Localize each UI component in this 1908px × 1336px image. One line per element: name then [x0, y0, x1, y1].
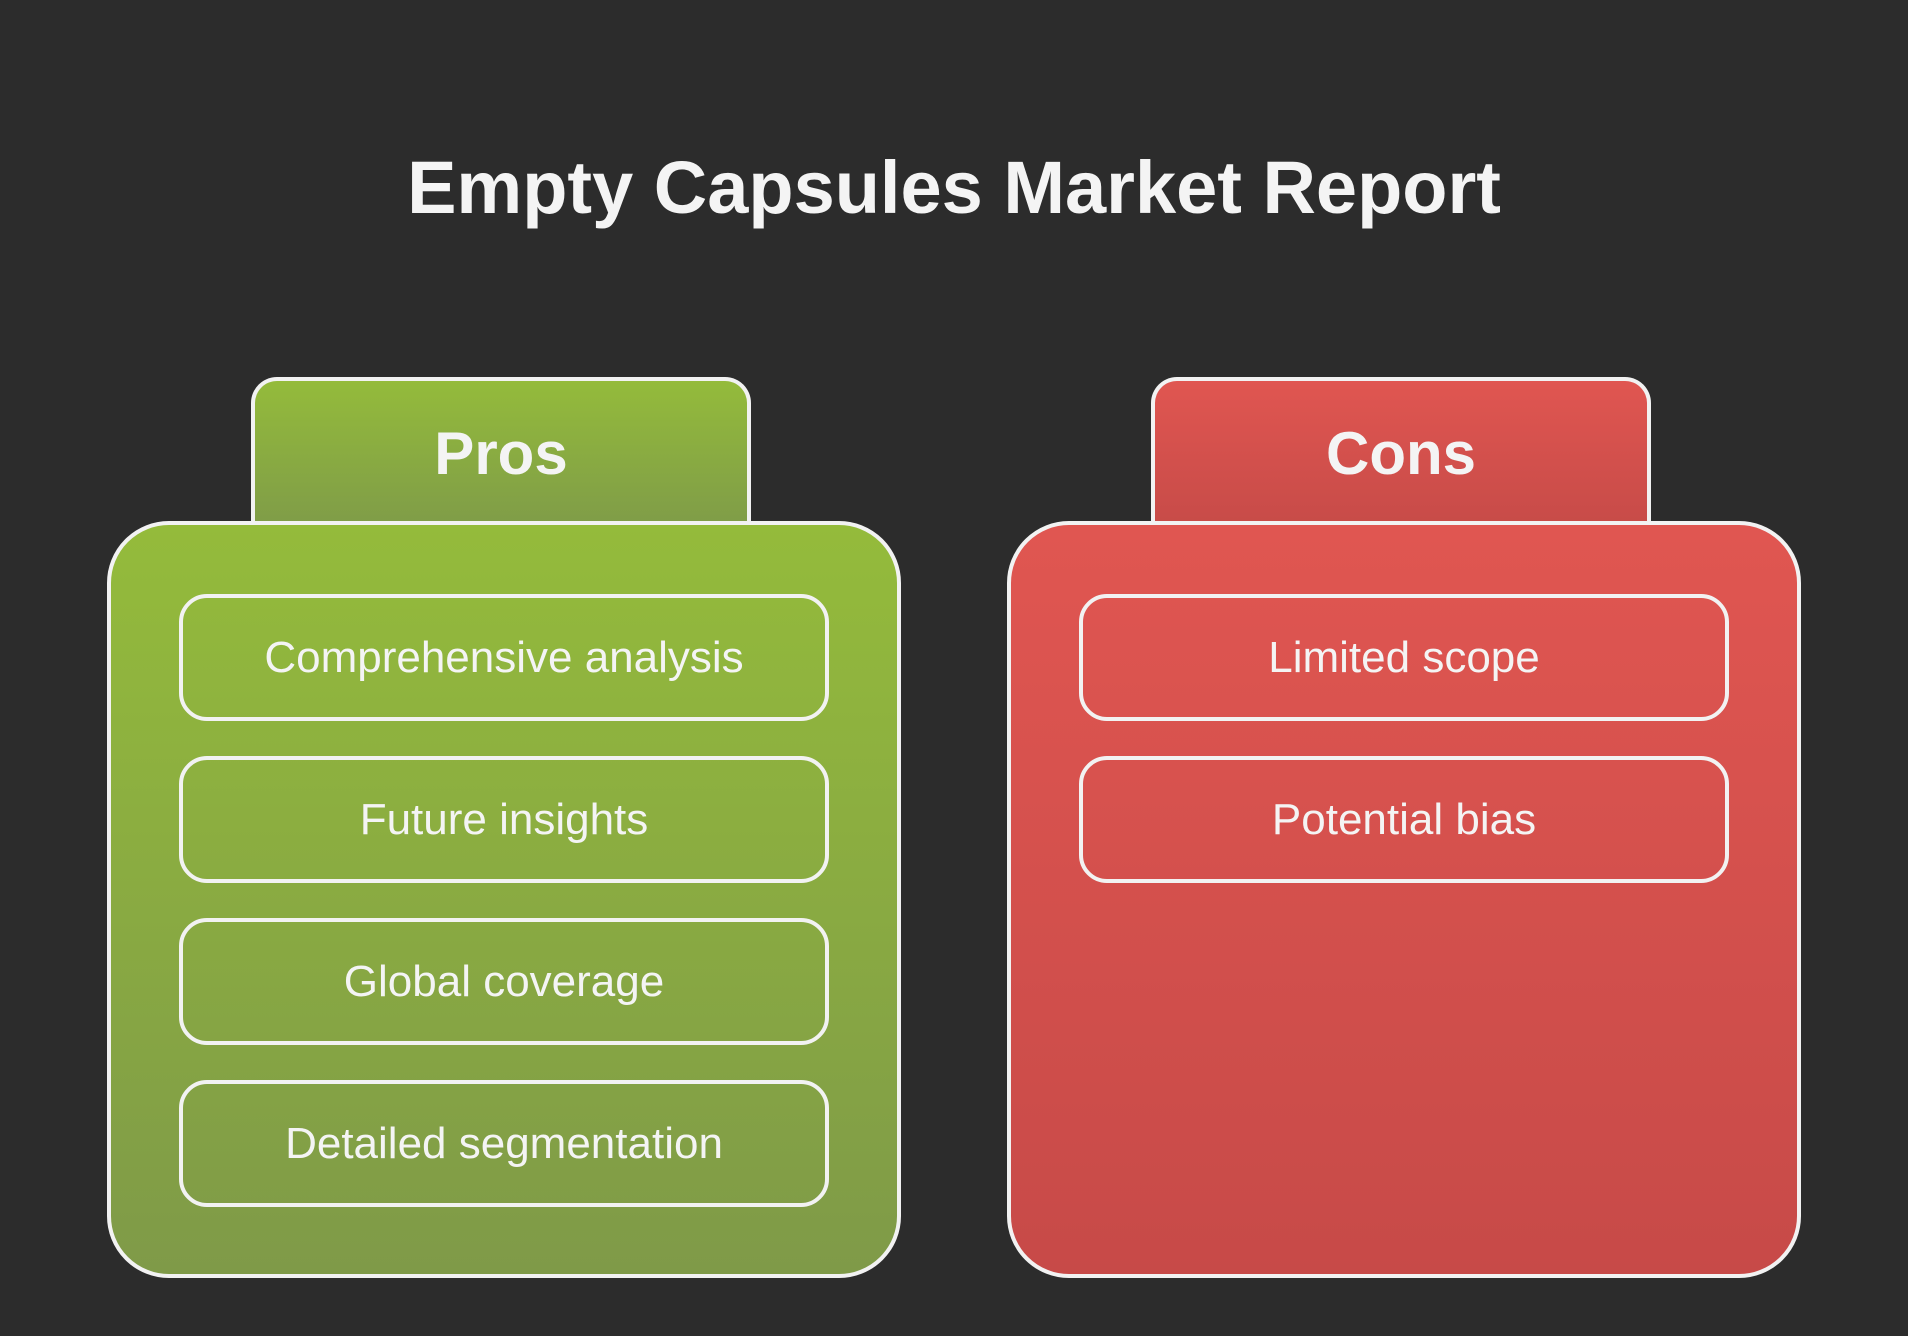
- pros-panel: Comprehensive analysis Future insights G…: [107, 521, 901, 1278]
- pros-item: Detailed segmentation: [179, 1080, 829, 1207]
- cons-panel: Limited scope Potential bias: [1007, 521, 1801, 1278]
- pros-item: Comprehensive analysis: [179, 594, 829, 721]
- cons-header-tab: Cons: [1151, 377, 1651, 527]
- pros-header-tab: Pros: [251, 377, 751, 527]
- cons-label: Cons: [1326, 420, 1476, 487]
- pros-label: Pros: [434, 420, 568, 487]
- pros-item: Future insights: [179, 756, 829, 883]
- cons-item: Potential bias: [1079, 756, 1729, 883]
- cons-item: Limited scope: [1079, 594, 1729, 721]
- page-title: Empty Capsules Market Report: [407, 146, 1501, 229]
- pros-item: Global coverage: [179, 918, 829, 1045]
